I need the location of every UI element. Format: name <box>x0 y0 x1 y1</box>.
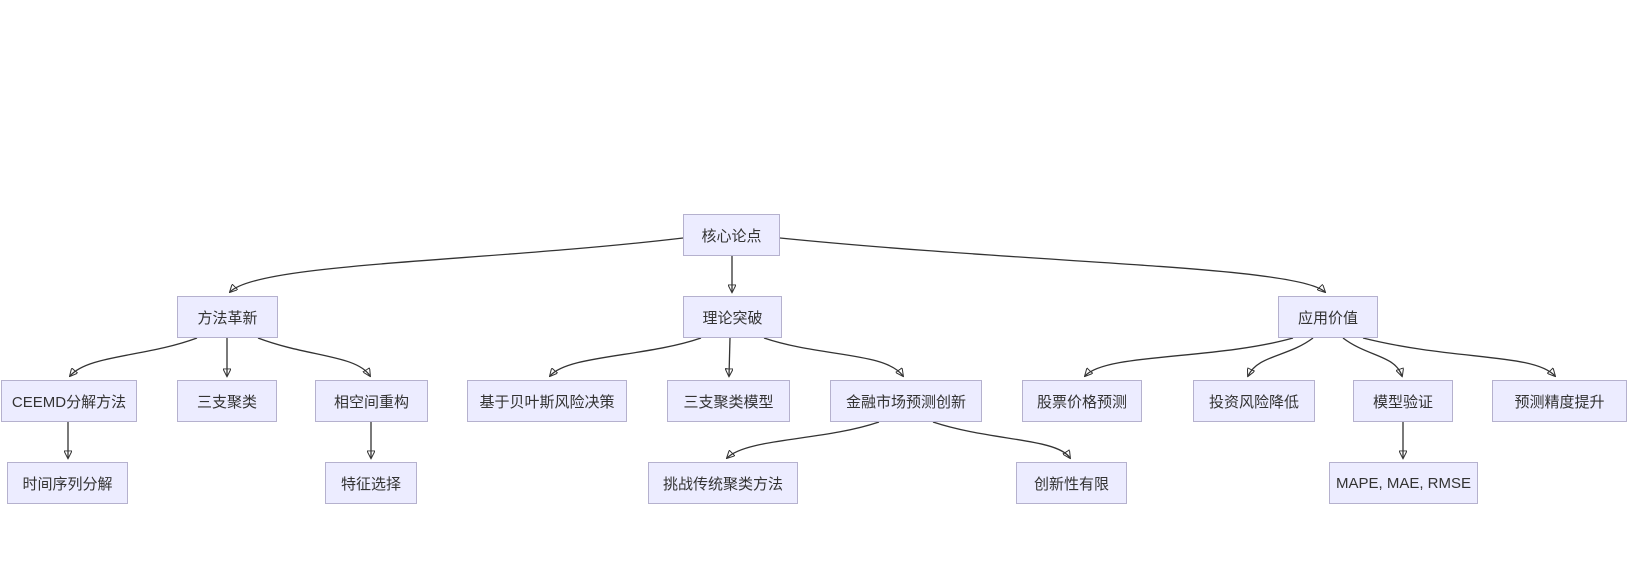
node-feature-selection: 特征选择 <box>325 462 417 504</box>
node-challenge-traditional-clustering: 挑战传统聚类方法 <box>648 462 798 504</box>
edge-finance-challenge <box>727 421 880 458</box>
edge-core-method <box>230 237 684 292</box>
edge-method-phase <box>257 337 370 376</box>
node-limited-innovation: 创新性有限 <box>1016 462 1127 504</box>
node-investment-risk-reduction: 投资风险降低 <box>1193 380 1315 422</box>
edge-value-modelval <box>1342 337 1402 376</box>
node-theory-breakthrough: 理论突破 <box>683 296 782 338</box>
node-three-way-clustering: 三支聚类 <box>177 380 277 422</box>
node-financial-market-forecast-innovation: 金融市场预测创新 <box>830 380 982 422</box>
node-time-series-decomposition: 时间序列分解 <box>7 462 128 504</box>
node-application-value: 应用价值 <box>1278 296 1378 338</box>
node-ceemd-decomposition: CEEMD分解方法 <box>1 380 137 422</box>
node-three-way-cluster-model: 三支聚类模型 <box>667 380 790 422</box>
edge-value-precision <box>1362 337 1555 376</box>
node-stock-price-prediction: 股票价格预测 <box>1022 380 1142 422</box>
node-forecast-precision-improvement: 预测精度提升 <box>1492 380 1627 422</box>
edge-theory-bayes <box>550 337 702 376</box>
node-method-innovation: 方法革新 <box>177 296 278 338</box>
edge-theory-threemodel <box>729 337 730 376</box>
node-evaluation-metrics: MAPE, MAE, RMSE <box>1329 462 1478 504</box>
node-core-thesis: 核心论点 <box>683 214 780 256</box>
node-phase-space-reconstruction: 相空间重构 <box>315 380 428 422</box>
edge-value-stock <box>1085 337 1294 376</box>
node-model-validation: 模型验证 <box>1353 380 1453 422</box>
edge-value-risk <box>1248 337 1314 376</box>
edge-theory-finance <box>763 337 903 376</box>
edge-method-ceemd <box>70 337 198 376</box>
edge-core-value <box>779 237 1325 292</box>
node-bayes-risk-decision: 基于贝叶斯风险决策 <box>467 380 627 422</box>
edge-finance-limited <box>932 421 1070 458</box>
